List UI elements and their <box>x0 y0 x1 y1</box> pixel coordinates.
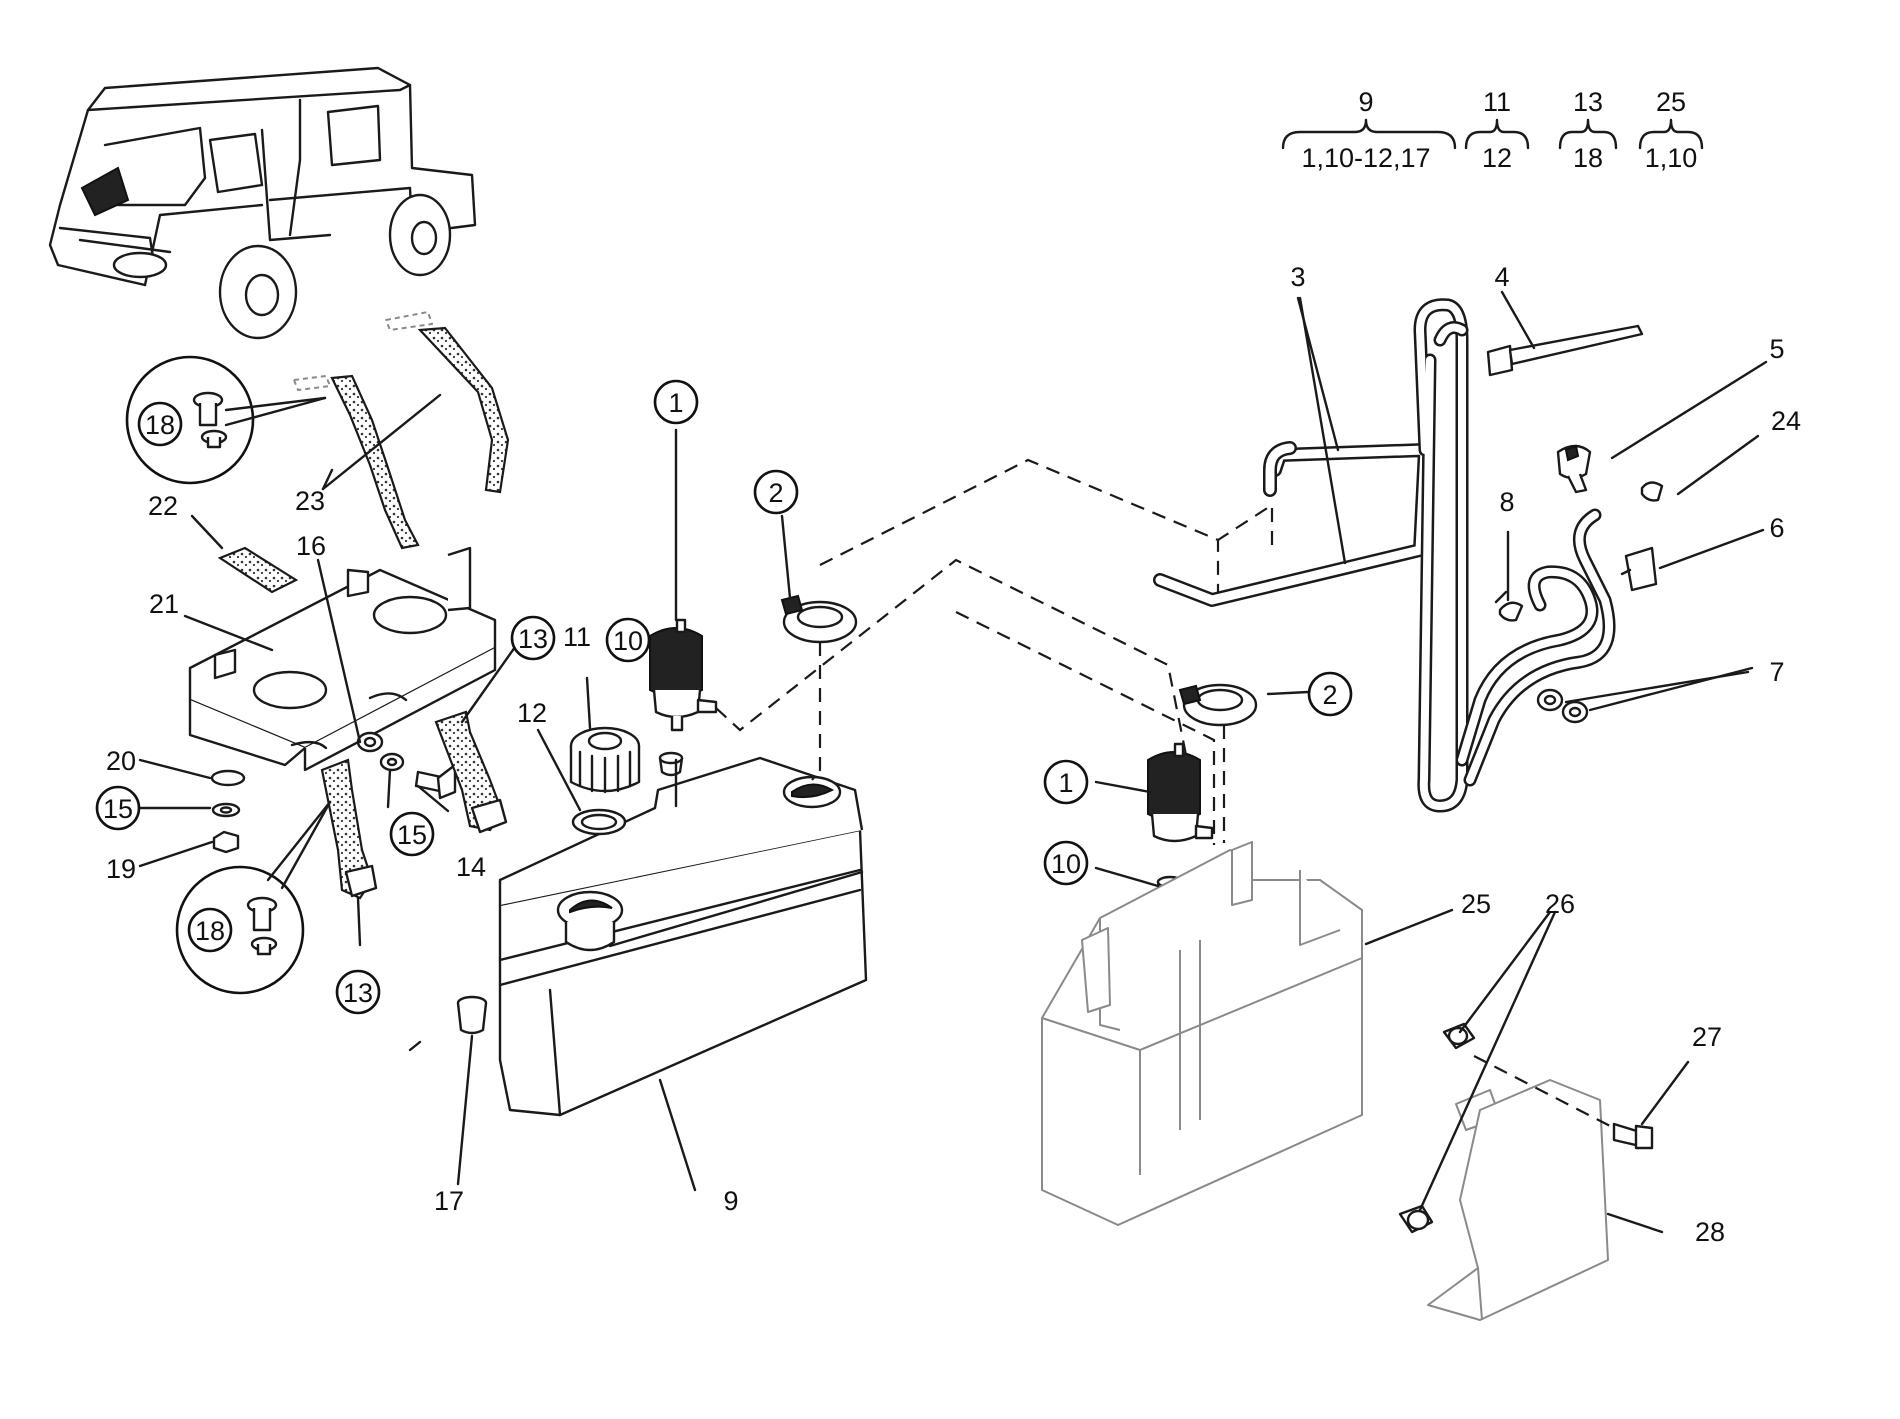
svg-text:15: 15 <box>103 794 133 824</box>
callout-1-top: 1 <box>653 379 699 425</box>
callout-24: 24 <box>1771 406 1801 436</box>
zoom-circle-bottom <box>175 800 332 995</box>
ref-bottom-label: 1,10 <box>1645 143 1698 173</box>
nozzle-2-bottom <box>1178 683 1258 727</box>
svg-text:15: 15 <box>397 820 427 850</box>
callout-13-right: 13 <box>510 615 556 661</box>
callout-10-bottom: 10 <box>1043 840 1089 886</box>
strap-23 <box>293 311 510 550</box>
washer-pump-1-top <box>649 618 718 732</box>
svg-text:10: 10 <box>613 626 643 656</box>
callout-17: 17 <box>434 1186 464 1216</box>
callout-6: 6 <box>1769 513 1784 543</box>
callout-15-left: 15 <box>95 785 141 831</box>
callout-5: 5 <box>1769 334 1784 364</box>
reservoir-25 <box>1041 841 1363 1226</box>
pad-22 <box>217 546 299 594</box>
leader-lines <box>138 290 1768 1234</box>
grommet-10-top <box>658 751 684 777</box>
svg-text:18: 18 <box>195 916 225 946</box>
svg-text:1: 1 <box>1058 768 1073 798</box>
hose-routing-dashed <box>715 458 1274 845</box>
clip-24 <box>1640 481 1664 502</box>
svg-text:18: 18 <box>145 410 175 440</box>
ref-group-25: 25 1,10 <box>1638 87 1704 173</box>
zoom-circle-top <box>125 355 327 485</box>
callout-16: 16 <box>296 531 326 561</box>
ref-group-13: 13 18 <box>1558 87 1618 173</box>
svg-text:1: 1 <box>668 388 683 418</box>
shield-28 <box>1427 1079 1609 1321</box>
hose-run-right <box>1455 508 1616 787</box>
callout-15-center: 15 <box>389 811 435 857</box>
ref-top-label: 13 <box>1573 87 1603 117</box>
ref-top-label: 9 <box>1358 87 1373 117</box>
callout-21: 21 <box>149 589 179 619</box>
nozzle-5 <box>1556 444 1592 494</box>
callout-28: 28 <box>1695 1217 1725 1247</box>
filler-cap-11 <box>569 726 641 794</box>
callout-14: 14 <box>456 852 486 882</box>
callout-2-top: 2 <box>753 469 799 515</box>
vehicle-thumbnail <box>48 66 477 340</box>
callout-10-top: 10 <box>605 617 651 663</box>
washer-pump-1-bottom <box>1147 742 1214 843</box>
callout-19: 19 <box>106 854 136 884</box>
cable-tie-4 <box>1486 324 1644 377</box>
ref-bottom-label: 18 <box>1573 143 1603 173</box>
svg-text:2: 2 <box>768 478 783 508</box>
svg-text:13: 13 <box>518 624 548 654</box>
ref-group-11: 11 12 <box>1464 87 1530 173</box>
ref-top-label: 25 <box>1656 87 1686 117</box>
nozzle-2-top <box>780 594 858 644</box>
callout-18-bottom: 18 <box>187 907 233 953</box>
svg-text:10: 10 <box>1051 849 1081 879</box>
grommets-7 <box>1536 688 1589 724</box>
callout-2-bottom: 2 <box>1307 671 1353 717</box>
bolt-27 <box>1612 1122 1654 1150</box>
clamp-13 <box>320 710 508 900</box>
callout-11: 11 <box>563 622 591 652</box>
svg-text:2: 2 <box>1322 680 1337 710</box>
svg-text:13: 13 <box>343 978 373 1008</box>
ref-bottom-label: 1,10-12,17 <box>1301 143 1430 173</box>
callout-20: 20 <box>106 746 136 776</box>
hardware-center <box>356 731 457 800</box>
callout-25: 25 <box>1461 889 1491 919</box>
callout-7: 7 <box>1769 657 1784 687</box>
hose-3 <box>1153 298 1469 813</box>
callout-8: 8 <box>1499 487 1514 517</box>
callout-27: 27 <box>1692 1022 1722 1052</box>
callout-3: 3 <box>1290 262 1305 292</box>
callout-22: 22 <box>148 491 178 521</box>
reference-groups: 9 1,10-12,17 11 12 13 18 25 1,10 <box>1281 87 1704 173</box>
callout-12: 12 <box>517 698 547 728</box>
callout-18-top: 18 <box>137 401 183 447</box>
callout-1-bottom: 1 <box>1043 759 1089 805</box>
tray-21 <box>188 546 497 772</box>
reservoir-9 <box>498 756 868 1117</box>
callout-26: 26 <box>1545 889 1575 919</box>
ref-group-9: 9 1,10-12,17 <box>1281 87 1457 173</box>
callout-13-bottom: 13 <box>335 969 381 1015</box>
fastener-line <box>1473 1055 1615 1129</box>
clip-6 <box>1620 546 1658 592</box>
ref-bottom-label: 12 <box>1482 143 1512 173</box>
callout-23: 23 <box>295 486 325 516</box>
callout-labels: 1 2 1 2 10 10 13 13 15 15 18 18 3 4 5 6 … <box>95 262 1801 1247</box>
ref-top-label: 11 <box>1483 87 1511 117</box>
hardware-left <box>210 769 246 854</box>
clip-8 <box>1494 590 1524 622</box>
callout-9: 9 <box>723 1186 738 1216</box>
callout-4: 4 <box>1494 262 1509 292</box>
plug-17 <box>456 995 488 1035</box>
bushing-26 <box>1398 1022 1476 1234</box>
